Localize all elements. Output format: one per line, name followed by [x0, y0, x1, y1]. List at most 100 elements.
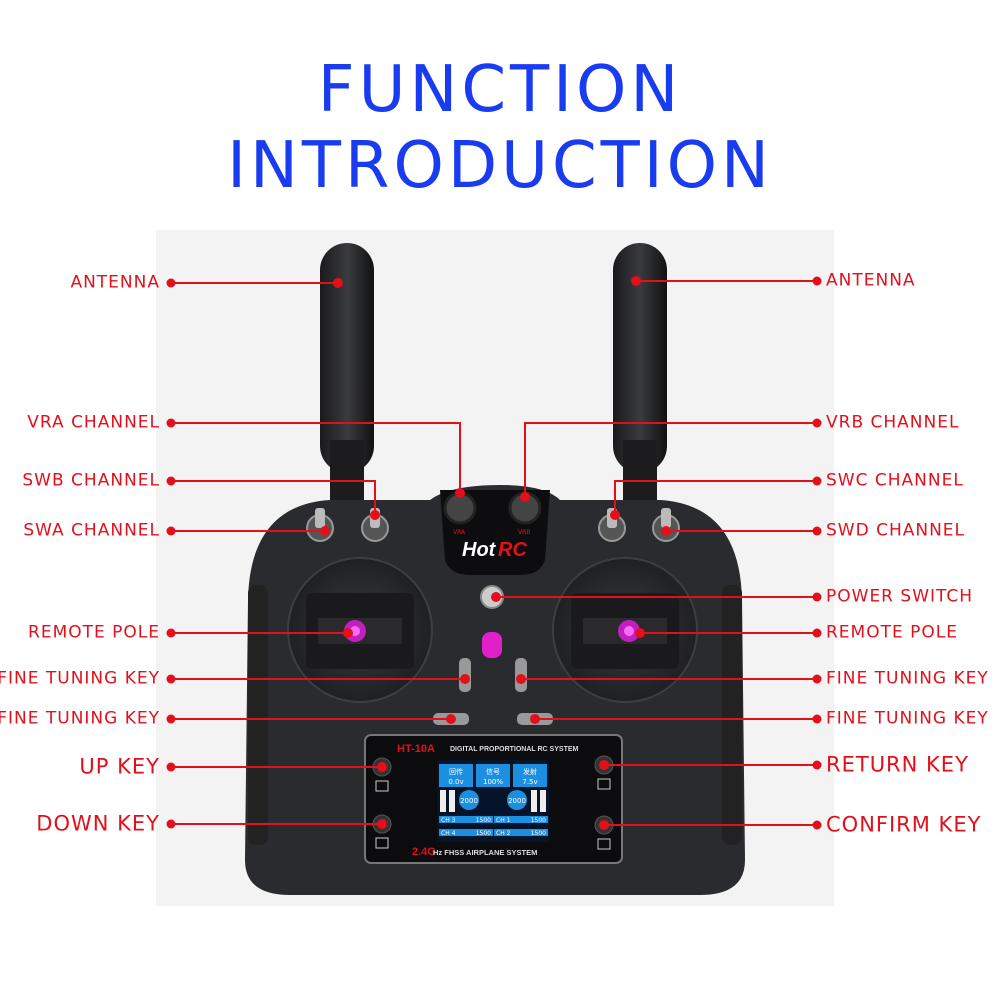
screen-freq: 2.4G — [412, 846, 436, 858]
callout-dot — [166, 762, 176, 772]
callout-dot — [446, 714, 456, 724]
callout-dot — [812, 592, 822, 602]
callout-dot — [166, 476, 176, 486]
callout-dot — [635, 628, 645, 638]
down-key-icon — [375, 837, 389, 849]
lcd-level-bar — [540, 790, 546, 812]
callout-dot — [491, 592, 501, 602]
lcd-channel-name: CH 4 — [441, 830, 456, 837]
callout-label-vra-channel: VRA CHANNEL — [27, 412, 160, 433]
callout-dot — [812, 276, 822, 286]
screen-footer: Hz FHSS AIRPLANE SYSTEM — [433, 848, 537, 857]
callout-dot — [812, 820, 822, 830]
title-line-1: FUNCTION — [317, 53, 683, 127]
lcd-tile-label: 发射 — [523, 767, 537, 776]
screen-header: DIGITAL PROPORTIONAL RC SYSTEM — [450, 746, 579, 753]
lcd-channel-value: 1500 — [476, 817, 491, 824]
callout-dot — [812, 418, 822, 428]
callout-label-power-switch: POWER SWITCH — [826, 586, 974, 607]
callout-dot — [599, 760, 609, 770]
lcd-gauge-left — [459, 790, 479, 810]
callout-dot — [166, 418, 176, 428]
callout-dot — [460, 674, 470, 684]
lcd-level-bar — [440, 790, 446, 812]
callout-dot — [812, 476, 822, 486]
left-grip — [248, 585, 268, 845]
lcd-gauge-right — [507, 790, 527, 810]
left-gimbal[interactable] — [287, 557, 433, 703]
callout-line — [171, 422, 461, 493]
callout-dot — [599, 820, 609, 830]
callout-dot — [377, 819, 387, 829]
right-gimbal[interactable] — [552, 557, 698, 703]
callout-line — [614, 480, 817, 515]
callout-dot — [166, 819, 176, 829]
lcd-channel-bar — [494, 816, 548, 823]
right-grip — [722, 585, 742, 845]
brand-hot: Hot — [462, 539, 497, 561]
callout-label-fine-tuning-key: FINE TUNING KEY — [0, 708, 160, 729]
lcd-channel-value: 1500 — [531, 830, 546, 837]
callout-dot — [631, 276, 641, 286]
callout-dot — [370, 510, 380, 520]
lcd-level-bar — [531, 790, 537, 812]
callout-label-swa-channel: SWA CHANNEL — [23, 520, 160, 541]
callout-label-antenna: ANTENNA — [70, 272, 160, 293]
callout-label-fine-tuning-key: FINE TUNING KEY — [826, 708, 989, 729]
callout-line — [171, 480, 376, 515]
callout-dot — [455, 488, 465, 498]
lcd-tile — [513, 764, 547, 787]
callout-dot — [530, 714, 540, 724]
callout-dot — [166, 714, 176, 724]
lcd-channel-value: 1500 — [476, 830, 491, 837]
lcd-channel-name: CH 3 — [441, 817, 456, 824]
lcd-tile-value: 0.0v — [448, 778, 463, 786]
lcd-tile-label: 回传 — [449, 767, 463, 776]
callout-label-fine-tuning-key: FINE TUNING KEY — [826, 668, 989, 689]
screen-model: HT-10A — [397, 743, 435, 755]
lcd-tile-value: 7.5v — [522, 778, 537, 786]
callout-label-swd-channel: SWD CHANNEL — [826, 520, 966, 541]
callout-dot — [166, 526, 176, 536]
callout-label-swc-channel: SWC CHANNEL — [826, 470, 964, 491]
up-key-icon — [375, 780, 389, 792]
lcd-tile-value: 100% — [483, 778, 503, 786]
callout-dot — [377, 762, 387, 772]
lcd-tile — [439, 764, 473, 787]
callout-label-down-key: DOWN KEY — [36, 811, 160, 836]
callout-label-vrb-channel: VRB CHANNEL — [826, 412, 960, 433]
callout-dot — [812, 628, 822, 638]
callout-dot — [320, 526, 330, 536]
lcd-level-bar — [449, 790, 455, 812]
lcd-tile-label: 信号 — [486, 767, 500, 776]
lcd-gauge-left-value: 2000 — [460, 797, 478, 805]
return-key-icon — [597, 778, 611, 790]
vrb-knob-label: VRB — [518, 529, 530, 536]
vra-knob-label: VRA — [453, 529, 466, 536]
lcd-gauge-right-value: 2000 — [508, 797, 526, 805]
lcd-channel-bar — [439, 816, 493, 823]
callout-label-return-key: RETURN KEY — [826, 752, 969, 777]
callout-dot — [812, 526, 822, 536]
title-line-2: INTRODUCTION — [227, 129, 773, 203]
callout-label-remote-pole: REMOTE POLE — [28, 622, 160, 643]
callout-label-up-key: UP KEY — [79, 754, 160, 779]
callout-label-fine-tuning-key: FINE TUNING KEY — [0, 668, 160, 689]
callout-dot — [343, 628, 353, 638]
callout-label-remote-pole: REMOTE POLE — [826, 622, 958, 643]
callout-dot — [520, 492, 530, 502]
lcd-channel-name: CH 1 — [496, 817, 511, 824]
callout-dot — [166, 674, 176, 684]
antenna-left — [320, 243, 374, 500]
confirm-key-icon — [597, 838, 611, 850]
callout-dot — [166, 628, 176, 638]
callout-dot — [812, 674, 822, 684]
callout-label-antenna: ANTENNA — [826, 270, 916, 291]
lcd-channel-bar — [494, 829, 548, 836]
callout-dot — [333, 278, 343, 288]
callout-dot — [812, 714, 822, 724]
antenna-right — [613, 243, 667, 500]
lcd-channel-name: CH 2 — [496, 830, 511, 837]
callout-dot — [516, 674, 526, 684]
